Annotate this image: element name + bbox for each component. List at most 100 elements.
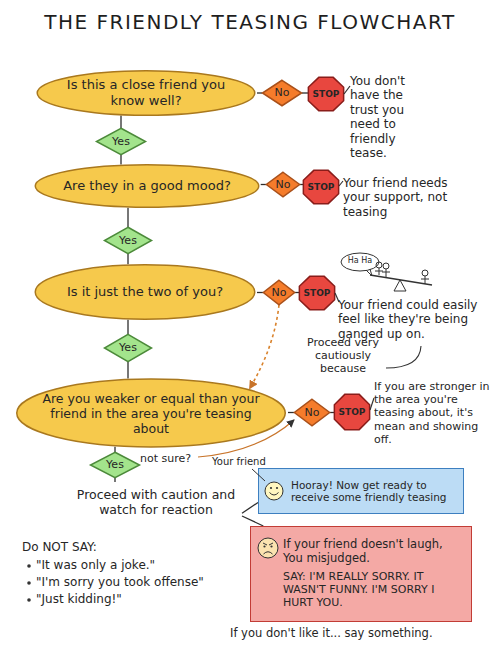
question-oval: Is this a close friend you know well?	[35, 70, 257, 116]
outcome-box: Hooray! Now get ready to receive some fr…	[258, 468, 464, 514]
node-text: Hooray! Now get ready to receive some fr…	[291, 479, 457, 503]
diamond-shape	[91, 452, 140, 477]
question-oval: Are they in a good mood?	[33, 164, 261, 208]
yes-diamond: Yes	[104, 227, 152, 254]
stop-note: Your friend needs your support, not teas…	[343, 176, 478, 219]
outcome-box: If your friend doesn't laugh, You misjud…	[250, 526, 472, 622]
node-text: If your friend doesn't laugh, You misjud…	[283, 538, 465, 566]
node-text: Yes	[106, 458, 124, 471]
stop-sign: STOP	[303, 170, 339, 204]
stop-sign: STOP	[334, 394, 370, 430]
connector	[120, 155, 121, 165]
question-oval: Is it just the two of you?	[33, 264, 257, 320]
octagon-shape	[334, 394, 369, 429]
instruction-text: Proceed with caution and watch for react…	[70, 482, 242, 522]
stick-figure	[376, 262, 382, 268]
node-text: STOP	[313, 89, 340, 100]
node-text: STOP	[339, 407, 366, 418]
yes-diamond: Yes	[90, 452, 140, 478]
stick-figure	[383, 263, 389, 269]
oval-shape	[37, 71, 255, 116]
diamond-shape	[97, 128, 146, 154]
side-note: not sure?	[140, 452, 202, 465]
diamond-shape	[104, 227, 151, 253]
stop-note: Your friend could easily feel like they'…	[338, 298, 490, 341]
stick-figure	[421, 276, 429, 284]
flowchart-title: THE FRIENDLY TEASING FLOWCHART	[0, 10, 500, 34]
node-text: Proceed with caution and watch for react…	[70, 487, 242, 517]
node-text: Yes	[119, 341, 137, 354]
oval-shape	[35, 165, 258, 208]
no-diamond: No	[263, 280, 295, 305]
stop-sign: STOP	[299, 276, 335, 310]
node-text: No	[305, 406, 320, 419]
connector	[114, 478, 115, 482]
question-oval: Are you weaker or equal than your friend…	[14, 378, 288, 448]
node-text: No	[272, 286, 287, 299]
node-text: Is it just the two of you?	[67, 284, 223, 300]
node-text: STOP	[308, 182, 335, 193]
stick-figure	[382, 269, 390, 277]
leader-line	[339, 181, 343, 186]
node-text: Is this a close friend you know well?	[59, 77, 233, 108]
diamond-shape	[294, 399, 329, 425]
stop-sign: STOP	[308, 77, 344, 111]
no-diamond: No	[294, 399, 330, 426]
speech-text: Ha Ha	[343, 256, 377, 266]
diamond-shape	[104, 334, 151, 361]
no-diamond: No	[262, 80, 302, 106]
connector	[257, 292, 263, 293]
stick-figure	[375, 268, 383, 275]
yes-diamond: Yes	[104, 334, 152, 362]
yes-diamond: Yes	[96, 128, 146, 155]
stick-figure	[422, 270, 428, 276]
connector	[288, 412, 294, 413]
caution-note: Proceed very cautiously because	[296, 336, 390, 376]
footer-note: If you don't like it... say something.	[230, 627, 498, 641]
octagon-shape	[308, 77, 343, 110]
speech-bubble	[341, 253, 379, 271]
diamond-shape	[266, 172, 299, 197]
side-note: Your friend	[212, 456, 274, 468]
octagon-shape	[299, 276, 334, 309]
connector	[242, 516, 263, 526]
diamond-shape	[263, 280, 294, 305]
node-text: STOP	[304, 288, 331, 299]
oval-shape	[17, 379, 286, 447]
seesaw-fulcrum	[394, 280, 406, 291]
node-text: No	[275, 86, 290, 99]
connector	[250, 305, 279, 389]
list-heading: Do NOT SAY:	[22, 540, 162, 554]
connector	[127, 254, 128, 264]
bullet-dot	[27, 581, 31, 585]
leader-line	[370, 398, 374, 410]
connector	[114, 447, 115, 452]
node-text: No	[276, 178, 291, 191]
no-diamond: No	[266, 172, 300, 197]
stop-note: If you are stronger in the area you're t…	[374, 380, 494, 446]
list-item: "I'm sorry you took offense"	[36, 575, 250, 589]
octagon-shape	[303, 170, 338, 203]
stop-note: You don't have the trust you need to fri…	[350, 74, 430, 160]
node-text: Yes	[112, 135, 130, 148]
bullet-dot	[27, 598, 31, 602]
node-text: SAY: I'M REALLY SORRY. IT WASN'T FUNNY. …	[283, 570, 465, 610]
node-text: Yes	[119, 234, 137, 247]
diamond-shape	[262, 80, 301, 105]
bullet-dot	[27, 564, 31, 568]
connector	[127, 208, 128, 227]
node-text: Are you weaker or equal than your friend…	[42, 391, 260, 436]
node-text: Are they in a good mood?	[63, 178, 231, 194]
connector	[127, 362, 128, 379]
connector	[127, 320, 128, 334]
speech-bubble-tail	[366, 269, 372, 276]
leader-line	[386, 346, 421, 368]
list-item: "It was only a joke."	[36, 558, 248, 572]
connector	[120, 115, 121, 128]
oval-shape	[35, 265, 255, 319]
seesaw-plank	[370, 275, 432, 285]
leader-line	[344, 86, 350, 94]
connector	[242, 503, 258, 514]
list-item: "Just kidding!"	[36, 592, 248, 606]
